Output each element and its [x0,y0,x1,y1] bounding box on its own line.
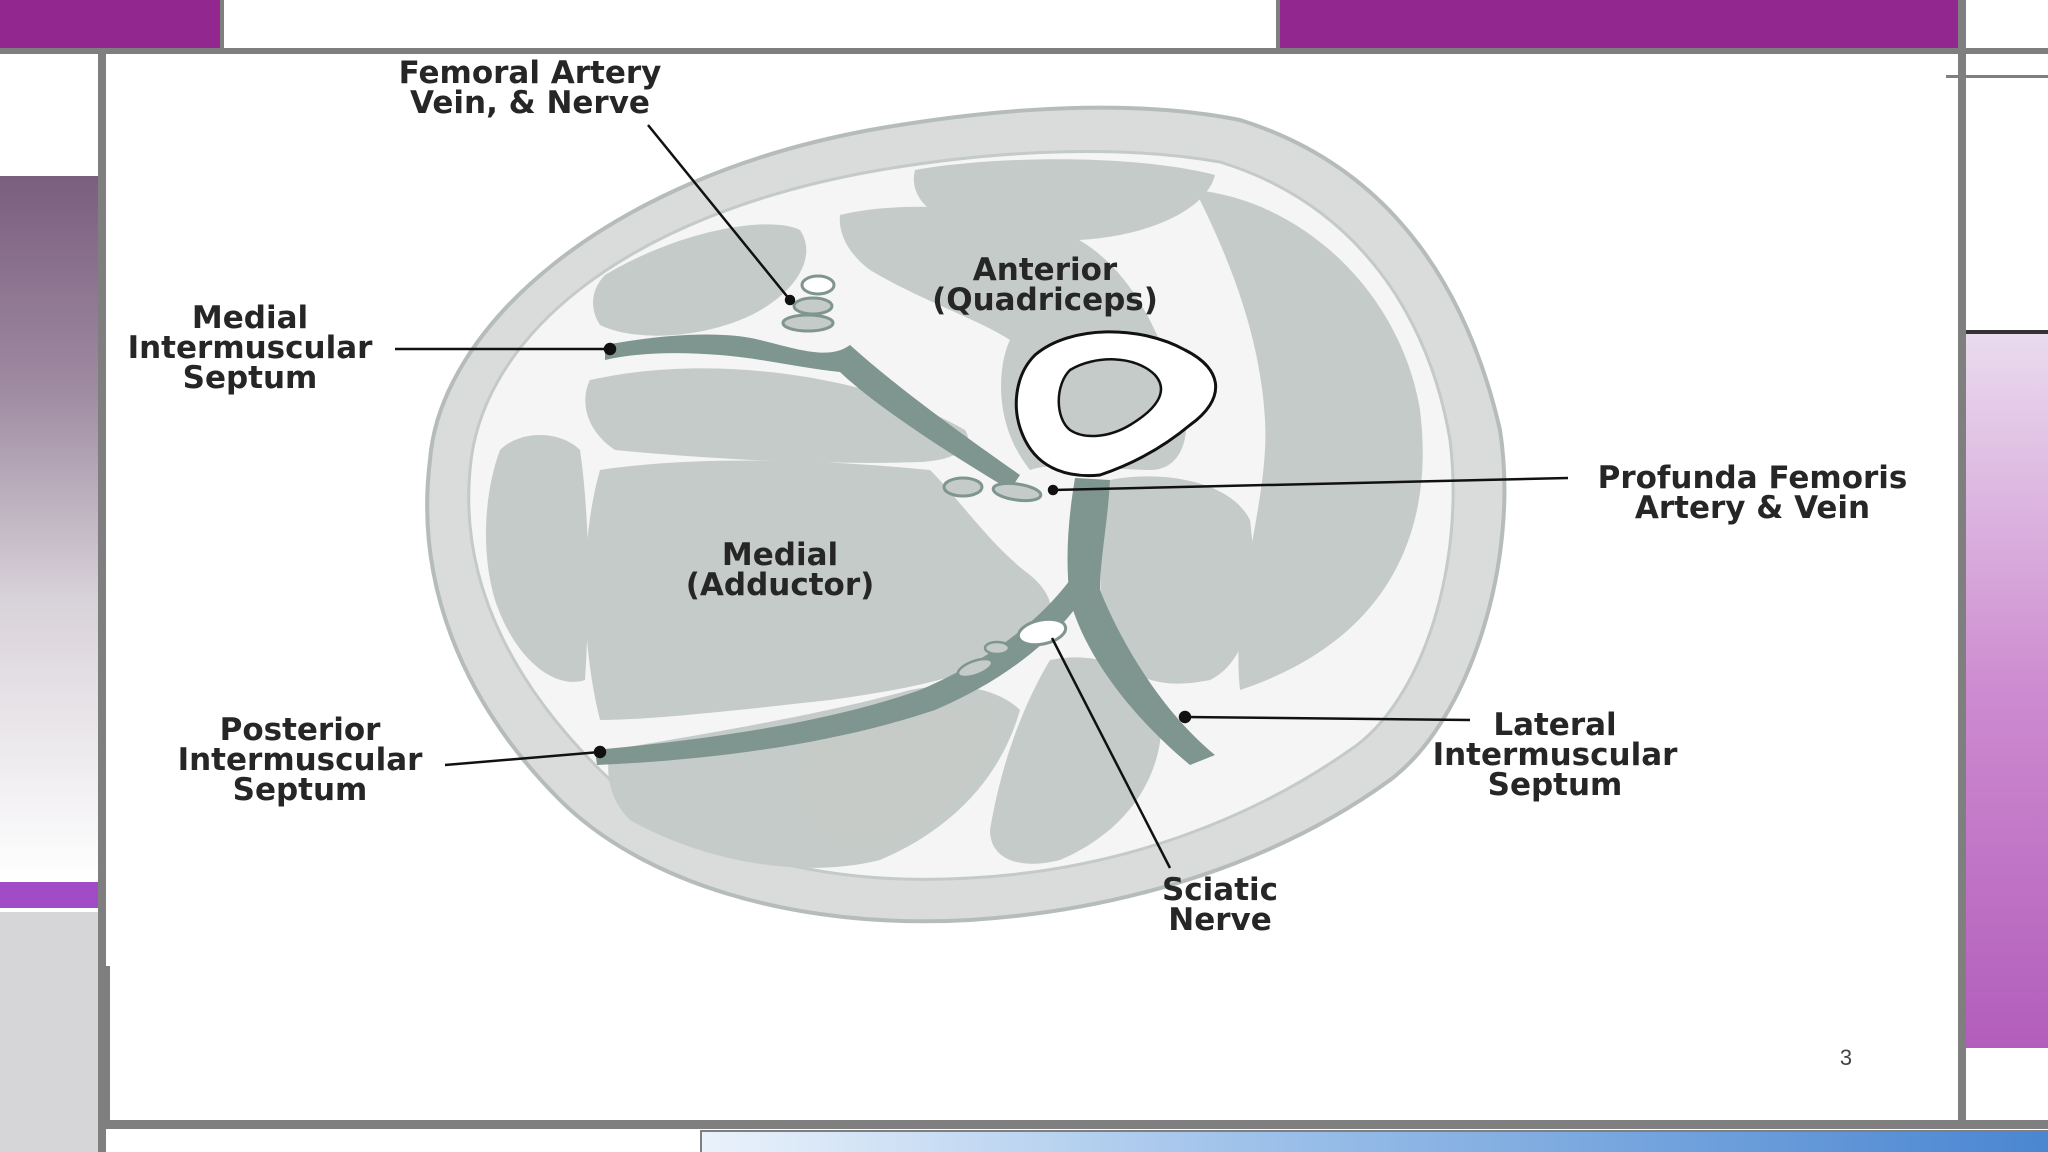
label-line: Septum [1487,767,1623,803]
top-divider-right [1276,0,1280,52]
leader-profunda-dot [1047,484,1059,496]
leader-lateral-septum [1184,715,1471,722]
label-sciatic-nerve: Sciatic Nerve [1120,872,1320,938]
bottom-blue-gradient-bar [700,1130,2048,1152]
leader-femoral [647,124,791,301]
left-purple-strip [0,882,98,908]
muscle-pectineus [593,224,807,336]
label-line: Posterior [219,712,381,748]
label-line: Vein, & Nerve [410,85,650,121]
top-left-purple-bar [0,0,222,50]
medial-intermuscular-septum [605,334,1020,490]
sciatic-vessel-2 [956,657,994,679]
leader-medial-septum-dot [603,342,617,356]
bottom-left-stub [104,966,110,1126]
profunda-artery [942,476,984,498]
leader-profunda [1052,476,1569,492]
label-line: Lateral [1493,707,1617,743]
left-mauve-gradient-panel [0,176,98,882]
sciatic-vessel-1 [983,640,1011,656]
left-frame-line [98,50,106,1152]
label-line: Intermuscular [127,330,373,366]
leader-femoral-dot [784,294,796,306]
label-lateral-intermuscular-septum: Lateral Intermuscular Septum [1405,707,1705,803]
muscle-vastus-medialis [1100,476,1254,684]
label-line: Femoral Artery [398,55,662,91]
label-line: (Adductor) [685,567,875,603]
right-frame-line [1958,0,1966,1125]
label-line: Intermuscular [177,742,423,778]
top-frame-line [0,48,2048,54]
femoral-nerve [781,313,835,333]
label-line: Intermuscular [1432,737,1678,773]
lateral-intermuscular-septum [1067,478,1215,765]
muscle-adductor-magnus [585,460,1052,720]
left-gray-panel [0,912,98,1152]
muscle-semitendinosus [800,708,1000,843]
label-line: Medial [721,537,839,573]
leader-lateral-septum-dot [1178,710,1192,724]
right-dark-line [1966,330,2048,334]
femoral-artery [800,274,836,296]
leader-sciatic [1050,637,1172,869]
label-anterior-quadriceps: Anterior (Quadriceps) [895,252,1195,318]
page-number: 3 [1839,1045,1853,1070]
top-divider-left [220,0,224,52]
femoral-vein [792,296,834,316]
label-profunda-femoris: Profunda Femoris Artery & Vein [1570,460,1935,526]
muscle-gracilis [485,435,589,682]
posterior-intermuscular-septum [595,580,1085,765]
femur-marrow [1057,358,1163,438]
label-line: Anterior [972,252,1118,288]
label-line: Artery & Vein [1634,490,1871,526]
label-line: (Quadriceps) [932,282,1158,318]
top-right-purple-bar [1280,0,1958,50]
leader-posterior-septum [444,750,601,767]
right-purple-gradient-panel [1966,334,2048,1048]
bottom-frame-line [98,1120,2048,1129]
muscle-biceps-femoris [990,657,1162,864]
label-posterior-intermuscular-septum: Posterior Intermuscular Septum [150,712,450,808]
label-medial-intermuscular-septum: Medial Intermuscular Septum [100,300,400,396]
label-line: Nerve [1168,902,1272,938]
leader-posterior-septum-dot [593,745,607,759]
label-femoral-artery-vein-nerve: Femoral Artery Vein, & Nerve [385,55,675,121]
label-line: Profunda Femoris [1597,460,1908,496]
label-line: Septum [182,360,318,396]
right-thin-line [1946,75,2048,78]
profunda-vein [991,481,1043,503]
label-line: Sciatic [1161,872,1279,908]
label-line: Septum [232,772,368,808]
label-medial-adductor: Medial (Adductor) [630,537,930,603]
label-line: Medial [191,300,309,336]
sciatic-nerve-shape [1016,617,1068,647]
